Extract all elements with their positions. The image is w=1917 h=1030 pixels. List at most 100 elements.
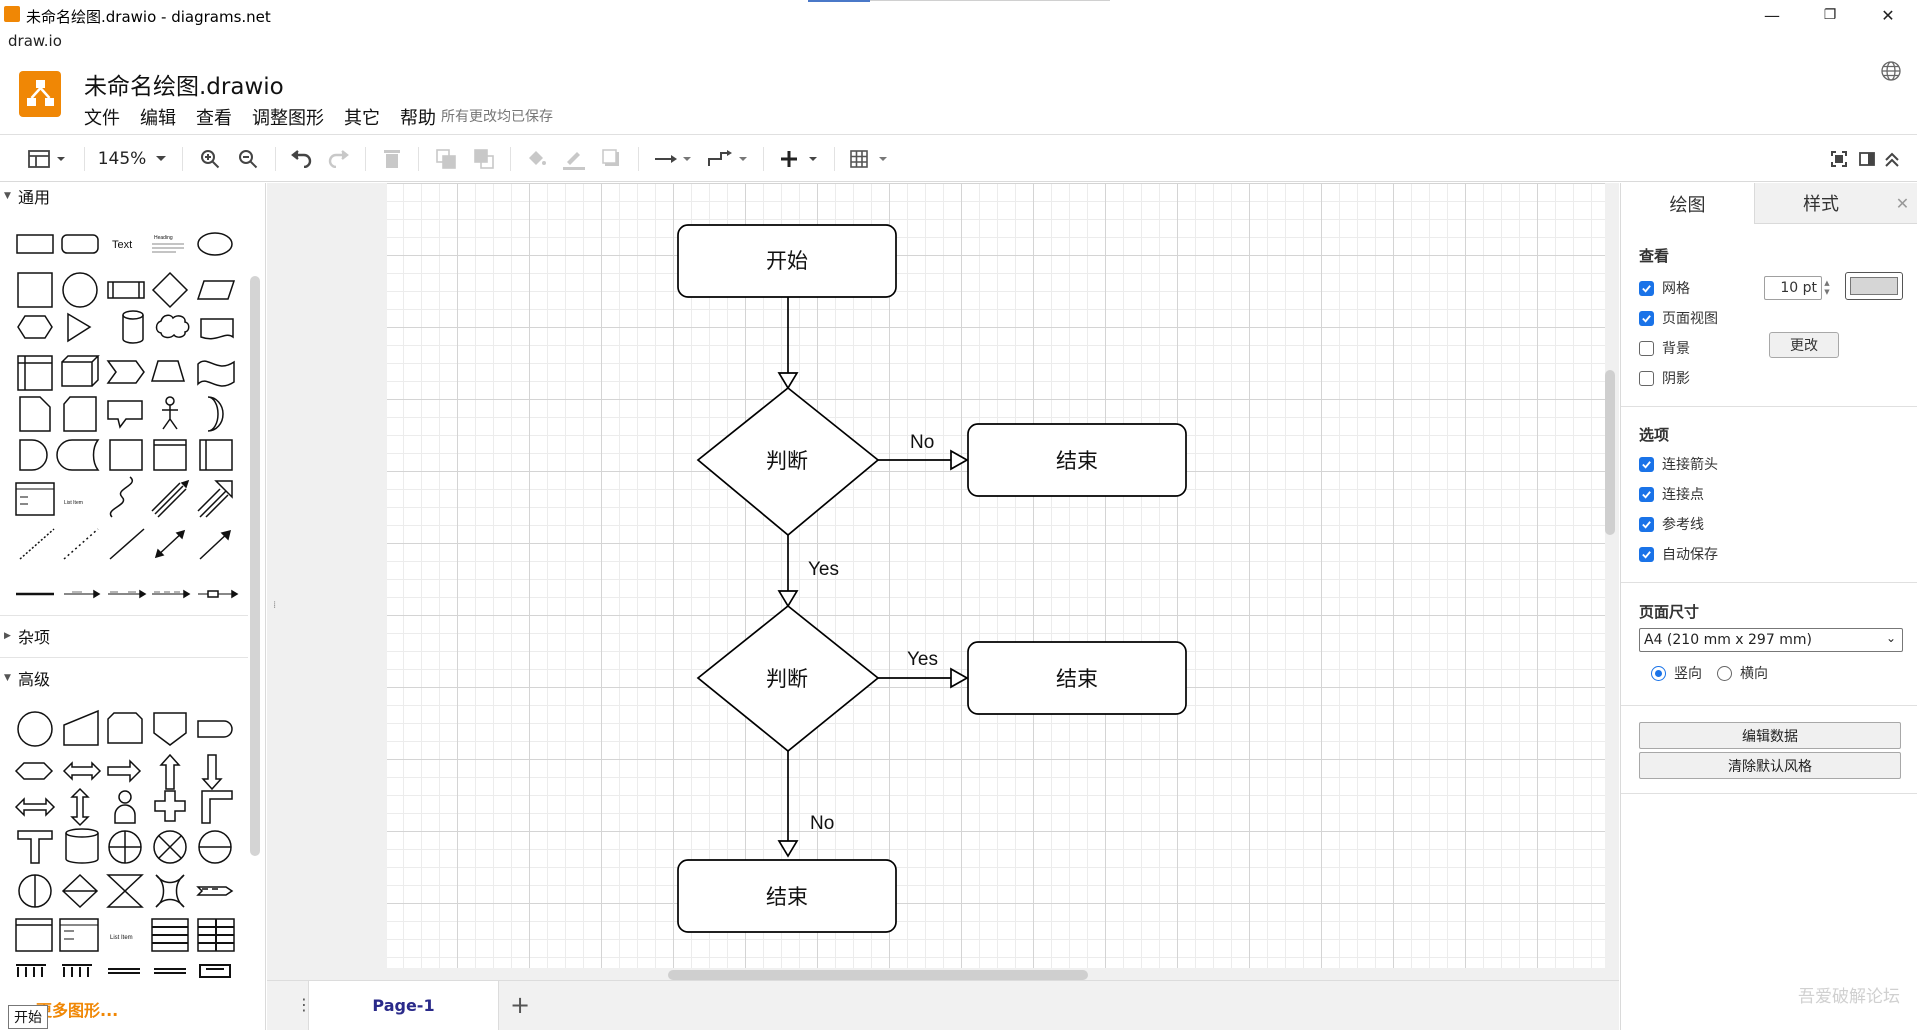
redo-icon[interactable]: [325, 145, 353, 173]
tape-shape[interactable]: [197, 360, 235, 387]
sidebar-scrollbar[interactable]: [250, 276, 260, 856]
connector-symbol-shape[interactable]: [198, 589, 239, 599]
tee-shape[interactable]: [17, 830, 53, 864]
or-line-shape[interactable]: [18, 874, 52, 908]
grid-color-button[interactable]: [1845, 272, 1903, 300]
fullscreen-icon[interactable]: [1827, 145, 1851, 173]
list-container-shape[interactable]: [59, 918, 99, 952]
diamond-shape[interactable]: [151, 271, 189, 309]
column-table-shape[interactable]: [62, 964, 92, 977]
internal-storage-shape[interactable]: [17, 355, 53, 391]
node-end-3[interactable]: [677, 859, 897, 933]
directional-connector-shape[interactable]: [199, 529, 232, 560]
edge-label-no-2[interactable]: No: [810, 813, 834, 834]
shadow-icon[interactable]: [598, 145, 626, 173]
flowchart[interactable]: No Yes Yes No 开始 判断 结束 判断 结束 结束: [387, 183, 1605, 968]
connection-icon[interactable]: [652, 145, 696, 173]
clear-default-style-button[interactable]: 清除默认风格: [1639, 752, 1901, 779]
node-end-1[interactable]: [967, 423, 1187, 497]
canvas-vertical-scrollbar[interactable]: [1605, 370, 1615, 535]
text-shape[interactable]: Text: [112, 239, 132, 251]
swimlane-shape[interactable]: [199, 439, 233, 471]
portrait-radio[interactable]: [1651, 665, 1666, 681]
format-panel-icon[interactable]: [1855, 145, 1879, 173]
rectangle-shape[interactable]: [16, 234, 54, 254]
heading-shape[interactable]: Heading: [152, 235, 184, 253]
connector-3-labels-shape[interactable]: [152, 589, 191, 599]
waypoints-icon[interactable]: [706, 145, 750, 173]
ellipse-shape[interactable]: [197, 232, 233, 256]
or-gate-shape[interactable]: [17, 711, 53, 747]
node-decision-2[interactable]: [696, 604, 880, 753]
tab-page-1[interactable]: Page-1: [308, 981, 499, 1030]
double-arrow-shape[interactable]: [62, 761, 102, 781]
corner-shape[interactable]: [201, 790, 233, 824]
connector-2-labels-shape[interactable]: [108, 589, 147, 599]
grid-checkbox[interactable]: [1639, 280, 1654, 296]
zoom-select[interactable]: 145%: [96, 145, 170, 173]
page-view-checkbox[interactable]: [1639, 310, 1654, 326]
file-name[interactable]: 未命名绘图.drawio: [84, 74, 284, 100]
menu-edit[interactable]: 编辑: [140, 108, 176, 129]
background-checkbox[interactable]: [1639, 340, 1654, 356]
container-list-shape[interactable]: [199, 964, 231, 978]
list-item-advanced-shape[interactable]: List Item: [110, 935, 133, 941]
menu-extras[interactable]: 其它: [344, 108, 380, 129]
preparation-shape[interactable]: [14, 762, 54, 780]
connection-arrows-checkbox[interactable]: [1639, 456, 1654, 472]
node-end-2[interactable]: [967, 641, 1187, 715]
zoom-out-icon[interactable]: [234, 145, 262, 173]
edge-label-no-1[interactable]: No: [910, 432, 934, 453]
autosave-checkbox[interactable]: [1639, 546, 1654, 562]
section-advanced[interactable]: ▼ 高级: [0, 665, 248, 691]
cylinder-shape[interactable]: [122, 310, 144, 344]
up-arrow-shape[interactable]: [159, 753, 181, 790]
manual-input-shape[interactable]: [63, 709, 99, 746]
multiply-shape[interactable]: [153, 830, 187, 864]
summing-junction-shape[interactable]: [108, 830, 142, 864]
section-general[interactable]: ▼ 通用: [0, 183, 248, 209]
rounded-rectangle-shape[interactable]: [61, 234, 99, 254]
table-shape[interactable]: [151, 918, 189, 952]
menu-help[interactable]: 帮助: [400, 108, 436, 129]
column-shape[interactable]: [16, 964, 46, 977]
delay-shape[interactable]: [19, 439, 48, 471]
guides-checkbox[interactable]: [1639, 516, 1654, 532]
hexagon-shape[interactable]: [17, 315, 53, 339]
landscape-radio-row[interactable]: 横向: [1717, 663, 1768, 683]
cube-shape[interactable]: [61, 355, 100, 387]
view-toggle-icon[interactable]: [24, 145, 70, 173]
to-back-icon[interactable]: [470, 145, 498, 173]
loop-limit-shape[interactable]: [107, 712, 143, 744]
actor-shape[interactable]: [162, 396, 178, 430]
dotted-line-shape[interactable]: [63, 528, 99, 560]
parallelogram-shape[interactable]: [196, 280, 236, 300]
grid-checkbox-row[interactable]: 网格: [1639, 278, 1690, 298]
arrow-shape[interactable]: [197, 480, 233, 518]
or-shape[interactable]: [207, 396, 224, 432]
card-shape[interactable]: [63, 396, 97, 432]
stored-data-shape[interactable]: [56, 439, 100, 471]
zoom-in-icon[interactable]: [196, 145, 224, 173]
tab-style[interactable]: 样式: [1754, 183, 1887, 224]
delete-icon[interactable]: [378, 145, 406, 173]
language-icon[interactable]: [1880, 60, 1902, 82]
fill-color-icon[interactable]: [522, 145, 550, 173]
off-page-connector-shape[interactable]: [153, 712, 187, 746]
container-shape[interactable]: [153, 439, 187, 471]
grid-size-input[interactable]: 10 pt: [1764, 276, 1822, 300]
portrait-radio-row[interactable]: 竖向: [1651, 663, 1702, 683]
right-arrow-shape[interactable]: [107, 759, 142, 783]
bidirectional-connector-shape[interactable]: [154, 529, 186, 559]
circle-shape[interactable]: [62, 272, 98, 308]
dashed-line-shape[interactable]: [19, 528, 55, 560]
autosave-row[interactable]: 自动保存: [1639, 544, 1718, 564]
callout-shape[interactable]: [107, 400, 143, 429]
guides-row[interactable]: 参考线: [1639, 514, 1704, 534]
connection-arrows-row[interactable]: 连接箭头: [1639, 454, 1718, 474]
edge-label-yes-2[interactable]: Yes: [907, 649, 938, 670]
row-table-shape[interactable]: [154, 968, 186, 974]
shadow-checkbox[interactable]: [1639, 370, 1654, 386]
row-shape[interactable]: [108, 968, 140, 974]
note-shape[interactable]: [19, 396, 51, 432]
